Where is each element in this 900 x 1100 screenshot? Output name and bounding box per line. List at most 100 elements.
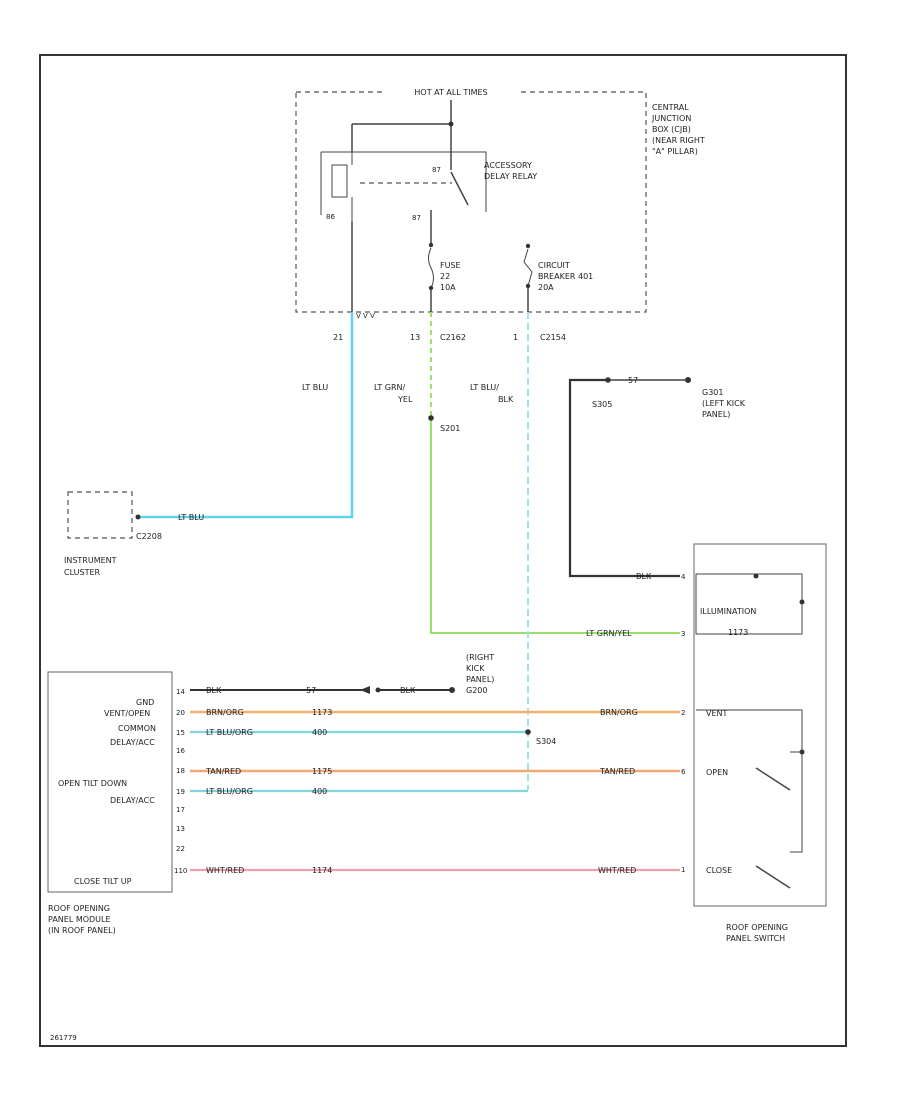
wire-label-blk-switch: BLK <box>636 572 652 581</box>
ground-g200-dot <box>449 687 455 693</box>
label-lt-blu-org-lower: LT BLU/ORG <box>206 787 253 796</box>
splice-s305 <box>605 377 611 383</box>
wire-lt-blu <box>140 312 354 519</box>
label-blk-g200: BLK <box>400 686 416 695</box>
label-wht-red-right: WHT/RED <box>598 866 636 875</box>
circuit-1173-right: 1173 <box>728 628 748 637</box>
module-pin-22: 22 <box>176 845 185 853</box>
switch-open-label: OPEN <box>706 768 728 777</box>
switch-contact-rail <box>696 709 803 853</box>
module-delayacc: DELAY/ACC <box>110 738 155 747</box>
module-close: CLOSE TILT UP <box>74 877 132 886</box>
module-pin-19: 19 <box>176 788 185 796</box>
module-pin-15: 15 <box>176 729 185 737</box>
diagram-border <box>39 54 847 1047</box>
pin-1: 1 <box>513 333 518 342</box>
splice-dot <box>448 121 454 127</box>
splice-s201 <box>428 415 434 421</box>
relay-outline <box>321 151 487 212</box>
header-bg <box>385 86 517 98</box>
relay-label: ACCESSORY DELAY RELAY <box>484 161 537 181</box>
label-tan-red-right: TAN/RED <box>599 767 635 776</box>
module-delayacc2: DELAY/ACC <box>110 796 155 805</box>
module-name: ROOF OPENING PANEL MODULE (IN ROOF PANEL… <box>48 904 116 935</box>
module-gnd: GND <box>136 698 154 707</box>
illum-dot-a <box>753 573 759 579</box>
wire-blk-ground <box>568 378 680 578</box>
module-pin-18: 18 <box>176 767 185 775</box>
circuit-57-ground: 57 <box>628 376 638 385</box>
label-lt-grn-yel-top: LT GRN/ YEL <box>374 383 413 404</box>
module-open-tilt: OPEN TILT DOWN <box>58 779 127 788</box>
g301-label: G301 <box>702 388 723 397</box>
module-pin-17: 17 <box>176 806 185 814</box>
fuse-symbol <box>428 247 434 289</box>
label-lt-blu-blk-top: LT BLU/ BLK <box>470 383 514 404</box>
switch-arm-close <box>755 865 791 889</box>
breaker-symbol <box>523 248 533 287</box>
circuit-400-lower: 400 <box>312 787 327 796</box>
module-pin-16: 16 <box>176 747 185 755</box>
conn-c2162: C2162 <box>440 333 466 342</box>
ground-g301-dot <box>685 377 691 383</box>
breaker-dot-top <box>525 243 531 249</box>
label-lt-blu-cluster: LT BLU <box>178 513 204 522</box>
wire-lt-grn-yel <box>430 418 680 634</box>
label-lt-blu-org-upper: LT BLU/ORG <box>206 728 253 737</box>
module-pin-14: 14 <box>176 688 185 696</box>
instrument-cluster-name: INSTRUMENT CLUSTER <box>64 556 119 577</box>
relay-pin-out: 87 <box>412 214 421 222</box>
fuse-dot-top <box>428 242 434 248</box>
s304-label: S304 <box>536 737 556 746</box>
c2208-label: C2208 <box>136 532 162 541</box>
g301-note: (LEFT KICK PANEL) <box>702 399 748 419</box>
switch-close-label: CLOSE <box>706 866 732 875</box>
switch-pin-3: 3 <box>681 630 685 638</box>
relay-pin-top: 87 <box>432 166 441 174</box>
label-brn-org-left: BRN/ORG <box>206 708 244 717</box>
breaker-dot-bot <box>525 283 531 289</box>
module-vent: VENT/OPEN <box>104 709 150 718</box>
module-common: COMMON <box>118 724 156 733</box>
s201-label: S201 <box>440 424 460 433</box>
switch-name: ROOF OPENING PANEL SWITCH <box>726 923 791 943</box>
illumination-label: ILLUMINATION <box>700 607 756 616</box>
switch-pin-1: 1 <box>681 866 685 874</box>
illum-dot-b <box>799 599 805 605</box>
junction-box-header: HOT AT ALL TIMES <box>414 88 487 97</box>
fuse-label: FUSE 22 10A <box>440 261 463 292</box>
illumination-box <box>695 573 803 635</box>
switch-vent-label: VENT <box>706 709 728 718</box>
module-pin-110: 110 <box>174 867 187 875</box>
circuit-1173-brn: 1173 <box>312 708 332 717</box>
cluster-pin-dot <box>135 514 141 520</box>
relay-pin-coil: 86 <box>326 213 335 221</box>
module-outline <box>47 671 173 893</box>
switch-pin-6: 6 <box>681 768 686 776</box>
junction-box-name: CENTRAL JUNCTION BOX (CJB) (NEAR RIGHT "… <box>651 103 707 156</box>
switch-outline <box>693 543 827 907</box>
relay-coil <box>331 164 348 198</box>
label-brn-org-right: BRN/ORG <box>600 708 638 717</box>
module-pin-20: 20 <box>176 709 185 717</box>
circuit-57-module: 57 <box>306 686 316 695</box>
s305-label: S305 <box>592 400 612 409</box>
conn-c2154: C2154 <box>540 333 566 342</box>
connector-arrow <box>360 686 370 694</box>
g200-label: G200 <box>466 686 487 695</box>
breaker-label: CIRCUIT BREAKER 401 20A <box>538 261 596 292</box>
circuit-1175: 1175 <box>312 767 332 776</box>
label-tan-red-left: TAN/RED <box>205 767 241 776</box>
wire-label-lt-grn-yel-switch: LT GRN/YEL <box>586 629 632 638</box>
label-wht-red-left: WHT/RED <box>206 866 244 875</box>
circuit-400-upper: 400 <box>312 728 327 737</box>
label-blk-module: BLK <box>206 686 222 695</box>
figure-id: 261779 <box>50 1034 77 1042</box>
conn-ticks: ᐯ ᐯ ᐯ <box>356 312 375 320</box>
switch-pin-4: 4 <box>681 573 686 581</box>
module-pin-13: 13 <box>176 825 185 833</box>
relay-switch-arm <box>450 171 469 206</box>
circuit-1174: 1174 <box>312 866 332 875</box>
switch-pin-2: 2 <box>681 709 685 717</box>
